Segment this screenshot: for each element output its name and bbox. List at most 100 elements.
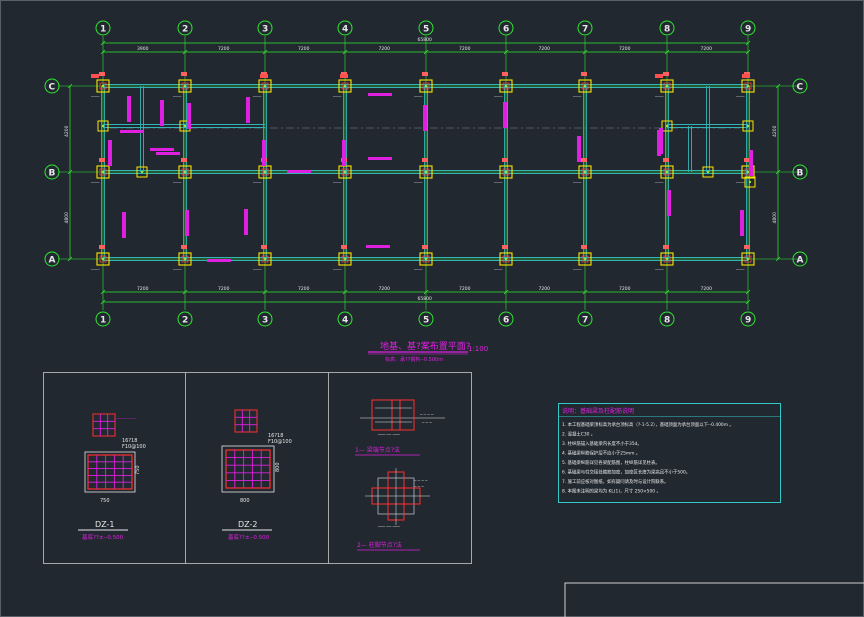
column-label: ────	[332, 181, 342, 185]
column-section	[261, 255, 269, 263]
column-tag	[181, 158, 187, 162]
top-dim-label: 7200	[298, 46, 310, 52]
column-pad-secondary	[97, 120, 109, 132]
beam-annotation-vertical	[740, 210, 744, 236]
column-section	[502, 82, 510, 90]
axis-label-6: 6	[503, 316, 509, 326]
column-pad	[578, 165, 592, 179]
beam-annotation-vertical	[577, 136, 581, 162]
beam-annotation-horizontal	[120, 130, 144, 133]
column-pad	[419, 79, 433, 93]
column-pad	[578, 252, 592, 266]
column-section	[261, 82, 269, 90]
column-tag	[581, 245, 587, 249]
column-tag	[744, 245, 750, 249]
column-section	[422, 255, 430, 263]
axis-label-4: 4	[342, 25, 348, 35]
beam-annotation-vertical	[185, 210, 189, 236]
column-section	[341, 168, 349, 176]
beam-annotation-horizontal	[287, 170, 311, 173]
column-pad	[741, 79, 755, 93]
axis-label-3: 3	[262, 316, 268, 326]
column-section	[99, 255, 107, 263]
axis-bubble-6-top	[498, 20, 514, 36]
column-label: ────	[172, 95, 182, 99]
column-pad	[338, 79, 352, 93]
column-label: ────	[413, 268, 423, 272]
axis-label-B: B	[797, 169, 804, 179]
axis-bubble-4-bottom	[337, 311, 353, 327]
red-accent	[340, 74, 348, 78]
column-label: ────	[90, 95, 100, 99]
beam-annotation-vertical	[749, 150, 753, 176]
column-section	[663, 168, 671, 176]
beam-annotation-horizontal	[368, 93, 392, 96]
dz2-title: DZ-2	[238, 520, 257, 529]
column-tag	[663, 72, 669, 76]
beam-annotation-vertical	[246, 97, 250, 123]
dz1-dim-h: 750	[135, 465, 141, 475]
column-core	[183, 84, 187, 88]
dz2-pad-outline	[221, 445, 275, 493]
dz2-column-section	[234, 409, 258, 433]
column-section	[581, 168, 589, 176]
notes-box: 说明：基础梁及柱配筋说明 1. 本工程基础梁顶标高为承台顶标高（?-1-5.2）…	[558, 403, 781, 503]
column-pad	[419, 165, 433, 179]
beam-annotation-vertical	[503, 102, 507, 128]
left-dim-label: 4200	[64, 125, 70, 137]
sec2-dims: ─── ── ───	[377, 524, 400, 529]
column-section	[181, 255, 189, 263]
column-core	[141, 171, 143, 173]
column-tag	[502, 245, 508, 249]
column-pad-secondary	[702, 166, 714, 178]
dz1-sub: 基底??±--0.500	[82, 533, 124, 541]
column-label: ────	[572, 181, 582, 185]
column-tag	[663, 245, 669, 249]
column-core	[746, 84, 750, 88]
column-core	[263, 170, 267, 174]
column-pad	[578, 79, 592, 93]
column-core	[183, 170, 187, 174]
top-dim-label: 7200	[459, 46, 471, 52]
axis-label-A: A	[49, 256, 56, 266]
axis-bubble-8-top	[659, 20, 675, 36]
axis-bubble-5-bottom	[418, 311, 434, 327]
beam-annotation-vertical	[122, 212, 126, 238]
column-tag	[502, 158, 508, 162]
left-dim-label: 4800	[64, 212, 70, 224]
column-section	[502, 168, 510, 176]
axis-bubble-2-top	[177, 20, 193, 36]
right-dim-label: 4800	[772, 212, 778, 224]
column-label: ────	[90, 181, 100, 185]
axis-bubble-B-right	[792, 164, 808, 180]
column-section	[261, 168, 269, 176]
bottom-dim-label: 7200	[379, 286, 391, 292]
red-accent	[742, 74, 750, 78]
top-dim-label: 7200	[701, 46, 713, 52]
column-section	[581, 255, 589, 263]
column-pad-secondary	[744, 176, 756, 188]
column-core	[707, 171, 709, 173]
column-section	[663, 82, 671, 90]
dz1-pad-rebar-mesh	[88, 455, 132, 489]
column-pad	[96, 252, 110, 266]
column-core	[583, 257, 587, 261]
title-block-frame	[564, 582, 864, 617]
column-pad-secondary	[136, 166, 148, 178]
bottom-dim-label: 7200	[298, 286, 310, 292]
beam-annotation-vertical	[127, 96, 131, 122]
axis-bubble-9-top	[740, 20, 756, 36]
column-core	[665, 84, 669, 88]
columns: ────────────────────────────────────────…	[90, 72, 756, 272]
column-label: ────	[493, 181, 503, 185]
column-tag	[422, 72, 428, 76]
column-label: ────	[332, 268, 342, 272]
column-section	[502, 255, 510, 263]
